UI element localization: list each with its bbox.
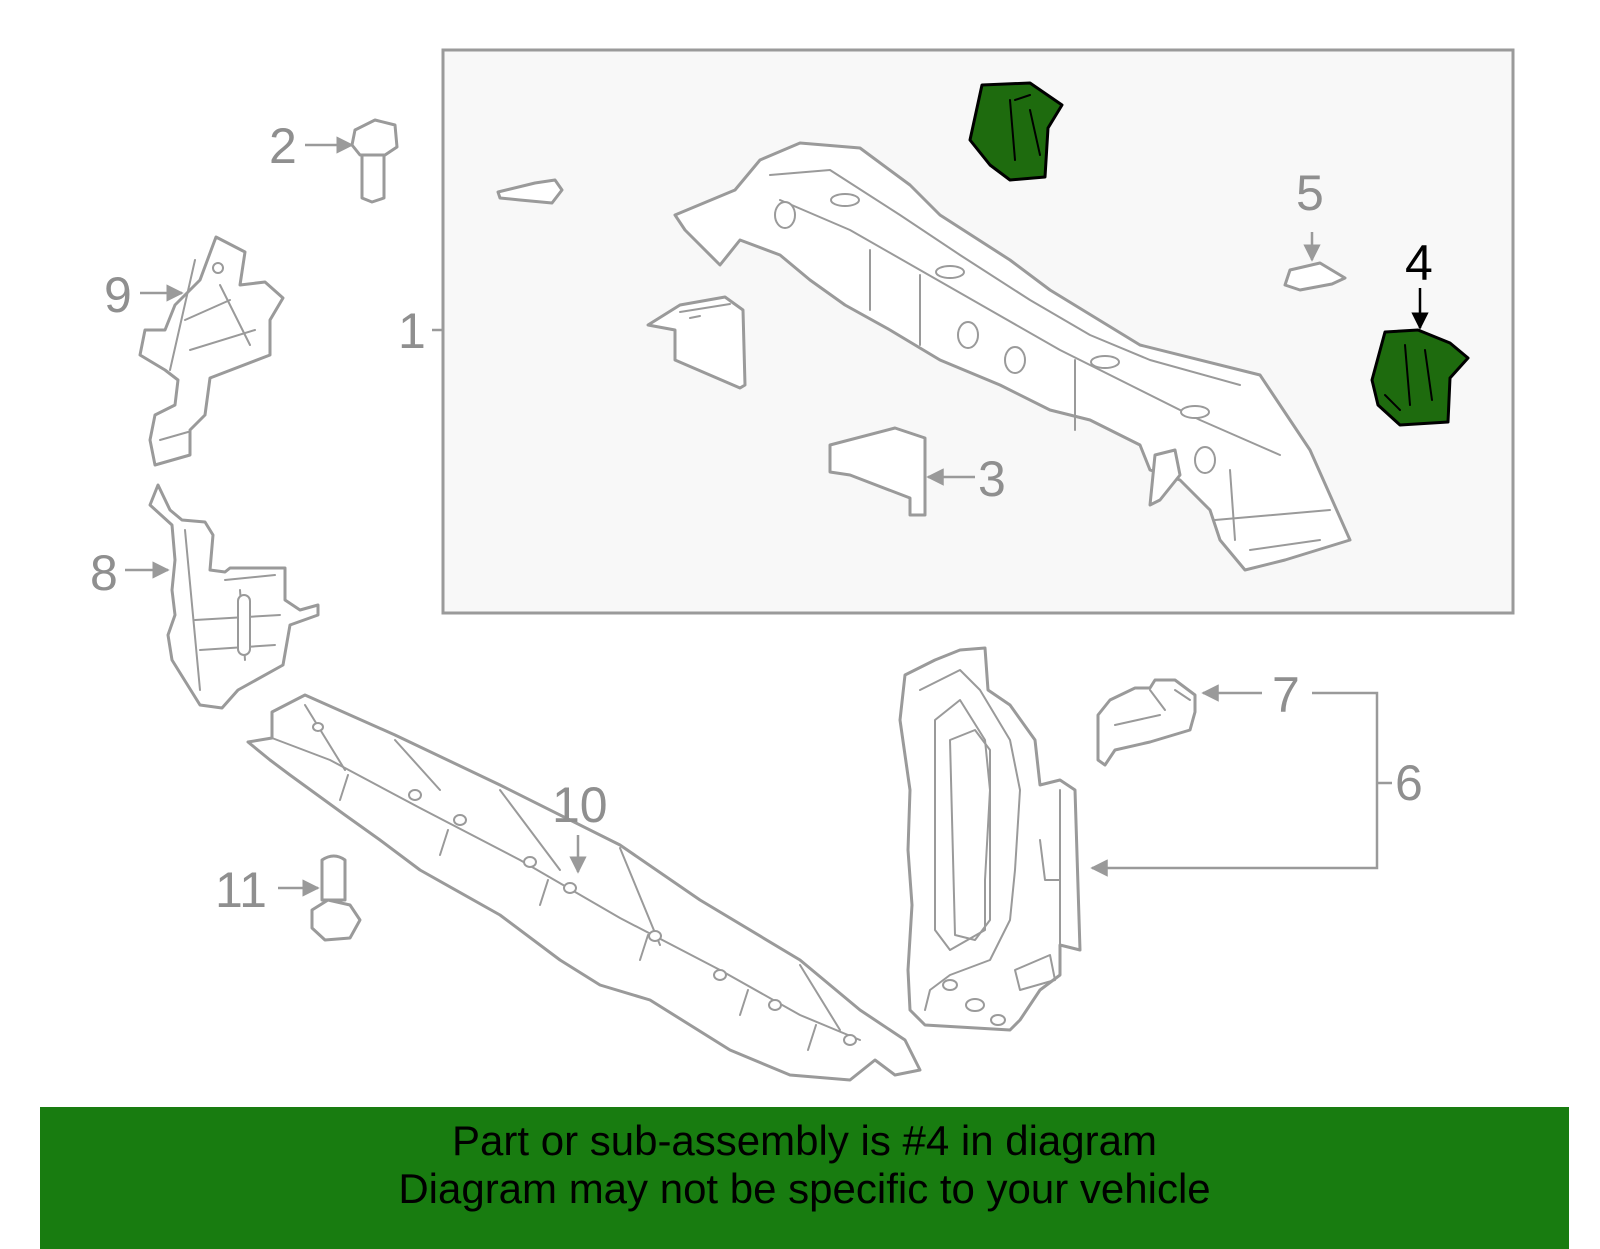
upper-cross-member[interactable] <box>673 141 1352 572</box>
callout-6: 6 <box>1395 755 1423 811</box>
callout-4: 4 <box>1405 235 1433 291</box>
nut-plate[interactable] <box>1283 261 1347 292</box>
bolt-11[interactable] <box>310 854 362 942</box>
callout-1: 1 <box>398 303 426 359</box>
side-bracket[interactable] <box>646 295 747 390</box>
banner-line-1: Part or sub-assembly is #4 in diagram <box>452 1117 1157 1164</box>
callout-3: 3 <box>978 451 1006 507</box>
callout-2: 2 <box>269 118 297 174</box>
small-bracket[interactable] <box>496 178 564 205</box>
gusset-plate[interactable] <box>828 426 927 517</box>
info-banner: Part or sub-assembly is #4 in diagram Di… <box>40 1107 1569 1249</box>
callout-9: 9 <box>104 267 132 323</box>
bolt-2[interactable] <box>350 118 399 204</box>
bracket-8[interactable] <box>148 483 320 710</box>
side-support-panel[interactable] <box>898 646 1082 1032</box>
callout-10: 10 <box>552 777 608 833</box>
callout-8: 8 <box>90 545 118 601</box>
bracket-9[interactable] <box>138 235 285 467</box>
highlighted-bracket-top[interactable] <box>968 81 1064 182</box>
callout-11: 11 <box>215 862 267 918</box>
parts-diagram: 1 2 3 4 5 6 7 8 9 10 11 <box>90 48 1515 1082</box>
highlighted-bracket[interactable] <box>1370 328 1470 427</box>
callout-5: 5 <box>1296 165 1324 221</box>
lower-cross-member[interactable] <box>246 693 922 1082</box>
leader-6-bracket <box>1090 691 1379 877</box>
callout-7: 7 <box>1272 667 1300 723</box>
bracket-7[interactable] <box>1096 678 1197 767</box>
banner-line-2: Diagram may not be specific to your vehi… <box>398 1165 1211 1212</box>
